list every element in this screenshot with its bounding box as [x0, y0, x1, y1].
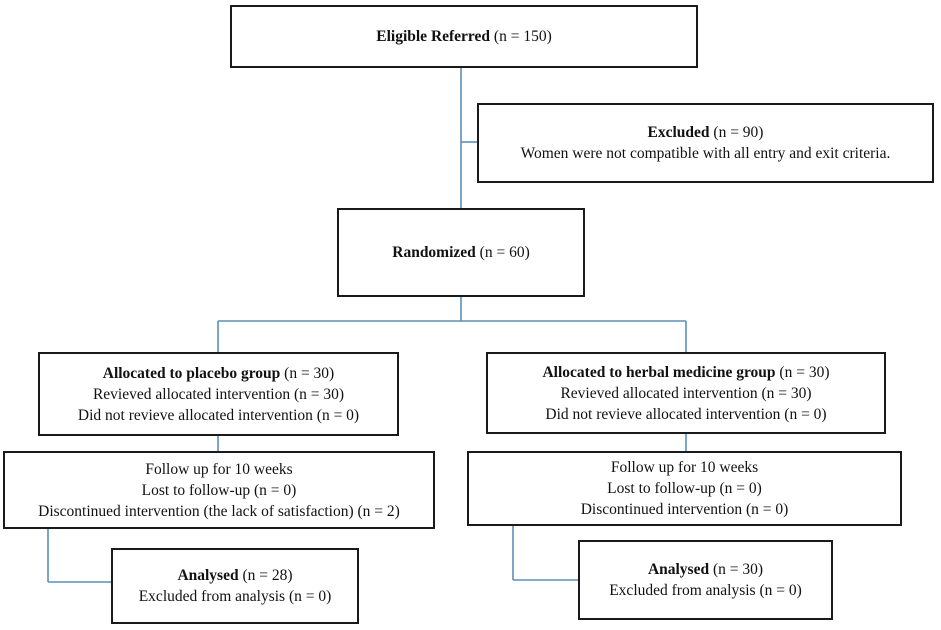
placebo-followup-box: Follow up for 10 weeks Lost to follow-up…	[3, 451, 435, 529]
herbal-received: Revieved allocated intervention (n = 30)	[560, 384, 812, 402]
placebo-analysis-excluded: Excluded from analysis (n = 0)	[138, 588, 332, 605]
randomized-count: (n = 60)	[475, 244, 530, 261]
herbal-allocation-label: Allocated to herbal medicine group	[542, 363, 776, 381]
eligible-referred-label: Eligible Referred	[376, 28, 491, 45]
placebo-followup-lost: Lost to follow-up (n = 0)	[141, 481, 297, 499]
herbal-not-received: Did not revieve allocated intervention (…	[545, 405, 827, 423]
herbal-allocation-count: (n = 30)	[775, 363, 830, 381]
herbal-allocation-heading: Allocated to herbal medicine group (n = …	[542, 362, 829, 383]
herbal-followup-box: Follow up for 10 weeks Lost to follow-up…	[467, 451, 902, 526]
placebo-followup-discontinued: Discontinued intervention (the lack of s…	[38, 502, 400, 520]
excluded-box: Excluded (n = 90) Women were not compati…	[477, 103, 934, 183]
placebo-analysis-count: (n = 28)	[238, 567, 293, 584]
eligible-referred-text: Eligible Referred (n = 150)	[376, 26, 552, 47]
placebo-allocation-box: Allocated to placebo group (n = 30) Revi…	[38, 352, 399, 436]
placebo-analysis-label: Analysed	[177, 567, 239, 584]
herbal-analysis-heading: Analysed (n = 30)	[648, 559, 763, 580]
excluded-count: (n = 90)	[709, 124, 764, 141]
herbal-followup-discontinued: Discontinued intervention (n = 0)	[580, 501, 789, 518]
herbal-followup-lost: Lost to follow-up (n = 0)	[607, 480, 762, 497]
herbal-analysis-count: (n = 30)	[709, 561, 764, 578]
herbal-analysis-box: Analysed (n = 30) Excluded from analysis…	[578, 540, 833, 620]
placebo-analysis-heading: Analysed (n = 28)	[177, 565, 292, 586]
eligible-referred-count: (n = 150)	[490, 28, 552, 45]
herbal-allocation-box: Allocated to herbal medicine group (n = …	[486, 352, 886, 434]
herbal-followup-title: Follow up for 10 weeks	[610, 459, 759, 476]
randomized-label: Randomized	[392, 244, 476, 261]
randomized-text: Randomized (n = 60)	[392, 242, 530, 263]
excluded-label: Excluded	[647, 124, 710, 141]
eligible-referred-box: Eligible Referred (n = 150)	[230, 5, 698, 68]
placebo-analysis-box: Analysed (n = 28) Excluded from analysis…	[111, 548, 359, 624]
placebo-received: Revieved allocated intervention (n = 30)	[92, 385, 345, 403]
herbal-analysis-label: Analysed	[647, 561, 710, 578]
excluded-detail: Women were not compatible with all entry…	[520, 145, 891, 162]
placebo-not-received: Did not revieve allocated intervention (…	[77, 406, 360, 424]
randomized-box: Randomized (n = 60)	[337, 208, 585, 297]
placebo-allocation-label: Allocated to placebo group	[102, 364, 281, 382]
placebo-allocation-count: (n = 30)	[280, 364, 335, 382]
excluded-heading: Excluded (n = 90)	[648, 122, 764, 143]
placebo-followup-title: Follow up for 10 weeks	[145, 460, 293, 478]
herbal-analysis-excluded: Excluded from analysis (n = 0)	[609, 582, 802, 599]
placebo-allocation-heading: Allocated to placebo group (n = 30)	[103, 363, 334, 384]
